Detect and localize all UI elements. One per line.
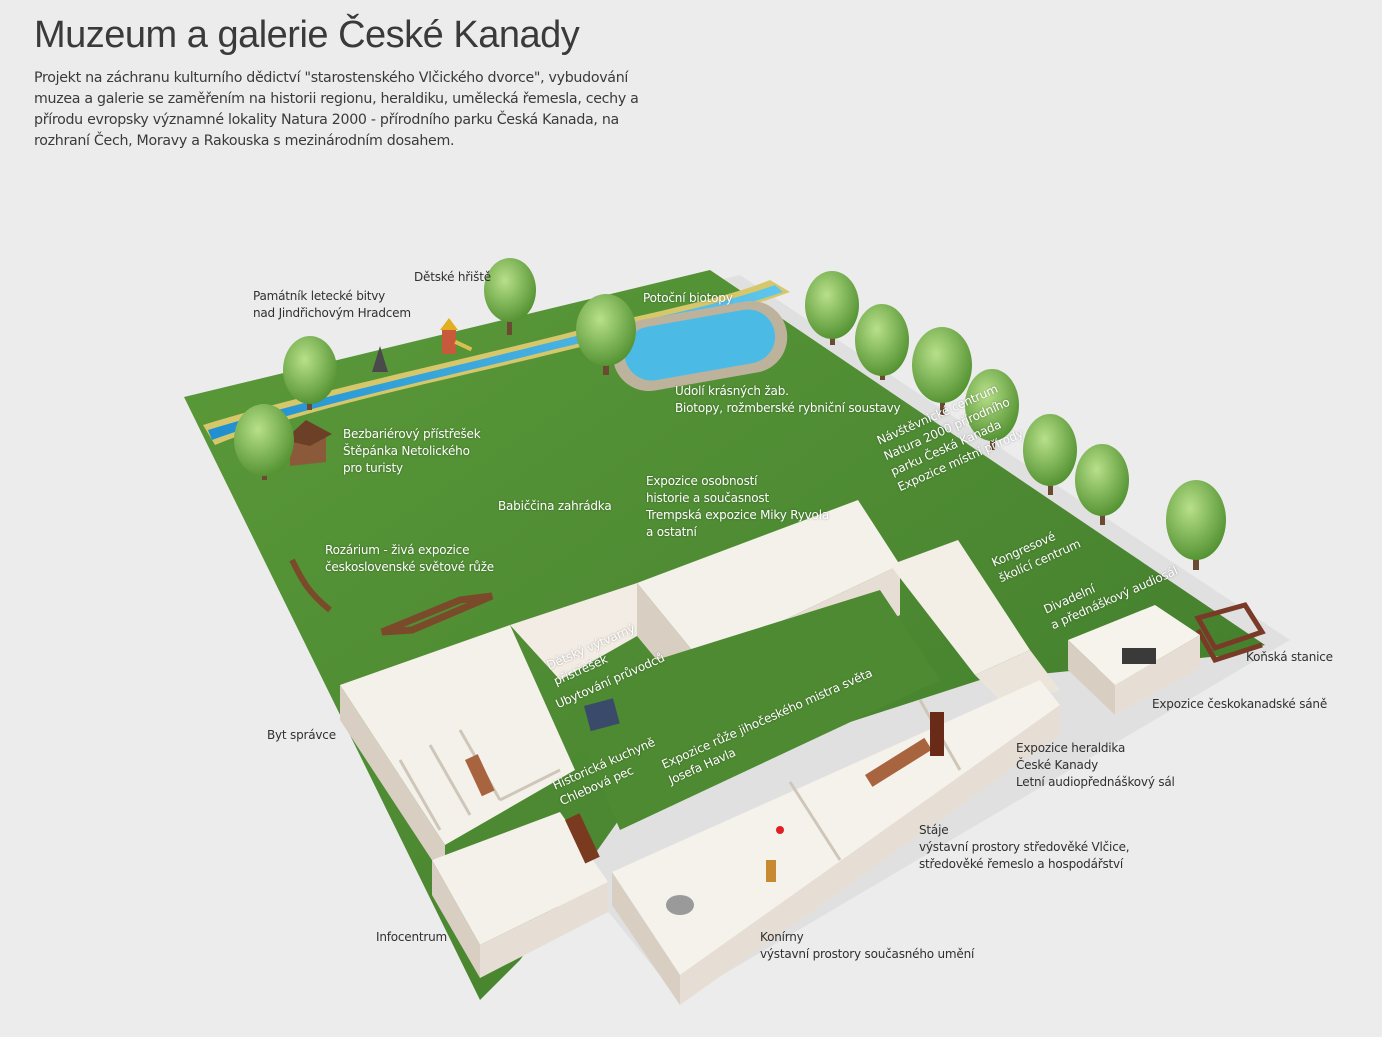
horse-station bbox=[1194, 602, 1266, 663]
label-detske-hriste: Dětské hřiště bbox=[414, 270, 491, 284]
label-expozice-sane: Expozice českokanadské sáně bbox=[1152, 697, 1327, 711]
rose-bed-side bbox=[289, 558, 332, 613]
pond bbox=[612, 300, 788, 392]
label-konska-stanice: Koňská stanice bbox=[1246, 650, 1333, 664]
label-infocentrum: Infocentrum bbox=[376, 930, 448, 944]
label-expozice-osobnosti: Expozice osobností historie a současnost… bbox=[646, 474, 829, 539]
memorial-monument bbox=[372, 346, 388, 372]
label-staje: Stáje výstavní prostory středověké Vlčic… bbox=[919, 823, 1130, 871]
label-byt-spravce: Byt správce bbox=[267, 728, 336, 742]
page-title: Muzeum a galerie České Kanady bbox=[34, 14, 580, 56]
label-bezbarierovy: Bezbariérový přístřešek Štěpánka Netolic… bbox=[343, 427, 481, 475]
label-udoli: Udolí krásných žab. Biotopy, rožmberské … bbox=[675, 384, 901, 415]
label-expozice-heraldika: Expozice heraldika České Kanady Letní au… bbox=[1016, 741, 1175, 789]
rose-bed bbox=[380, 592, 494, 636]
playground-structure bbox=[440, 318, 473, 354]
label-rozarium: Rozárium - živá expozice československé … bbox=[325, 543, 494, 574]
building-complex bbox=[340, 500, 1200, 1005]
intro-paragraph: Projekt na záchranu kulturního dědictví … bbox=[34, 70, 639, 149]
label-konirny: Konírny výstavní prostory současného umě… bbox=[760, 930, 975, 961]
label-potocni-biotopy: Potoční biotopy bbox=[643, 291, 733, 305]
label-babicina: Babiččina zahrádka bbox=[498, 499, 612, 513]
tree-group bbox=[234, 258, 1226, 570]
shelter-hut bbox=[284, 420, 332, 466]
label-pamatnik: Památník letecké bitvy nad Jindřichovým … bbox=[253, 289, 411, 320]
